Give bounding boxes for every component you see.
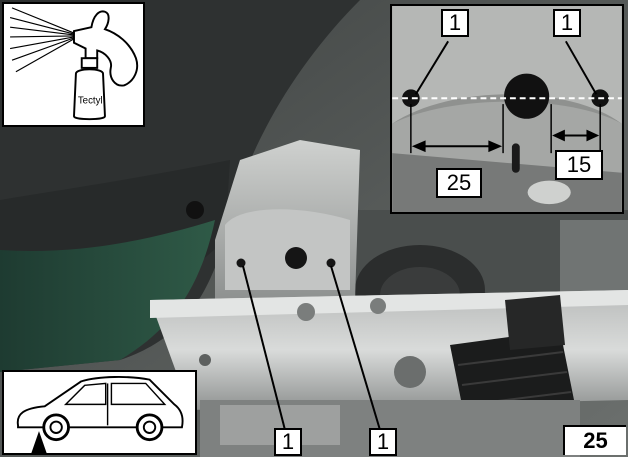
detail-inset (390, 4, 624, 214)
detail-inset-photo (392, 6, 622, 212)
callout-bottom-left: 1 (274, 428, 302, 456)
dimension-label-25: 25 (436, 168, 482, 198)
spray-product-label: Tectyl (78, 96, 103, 107)
callout-inset-right: 1 (553, 9, 581, 37)
figure-number: 25 (563, 425, 626, 455)
car-lift-icon (2, 370, 197, 455)
callout-inset-left: 1 (441, 9, 469, 37)
spray-can-icon: Tectyl (2, 2, 145, 127)
callout-bottom-right: 1 (369, 428, 397, 456)
dimension-label-15: 15 (555, 150, 603, 180)
